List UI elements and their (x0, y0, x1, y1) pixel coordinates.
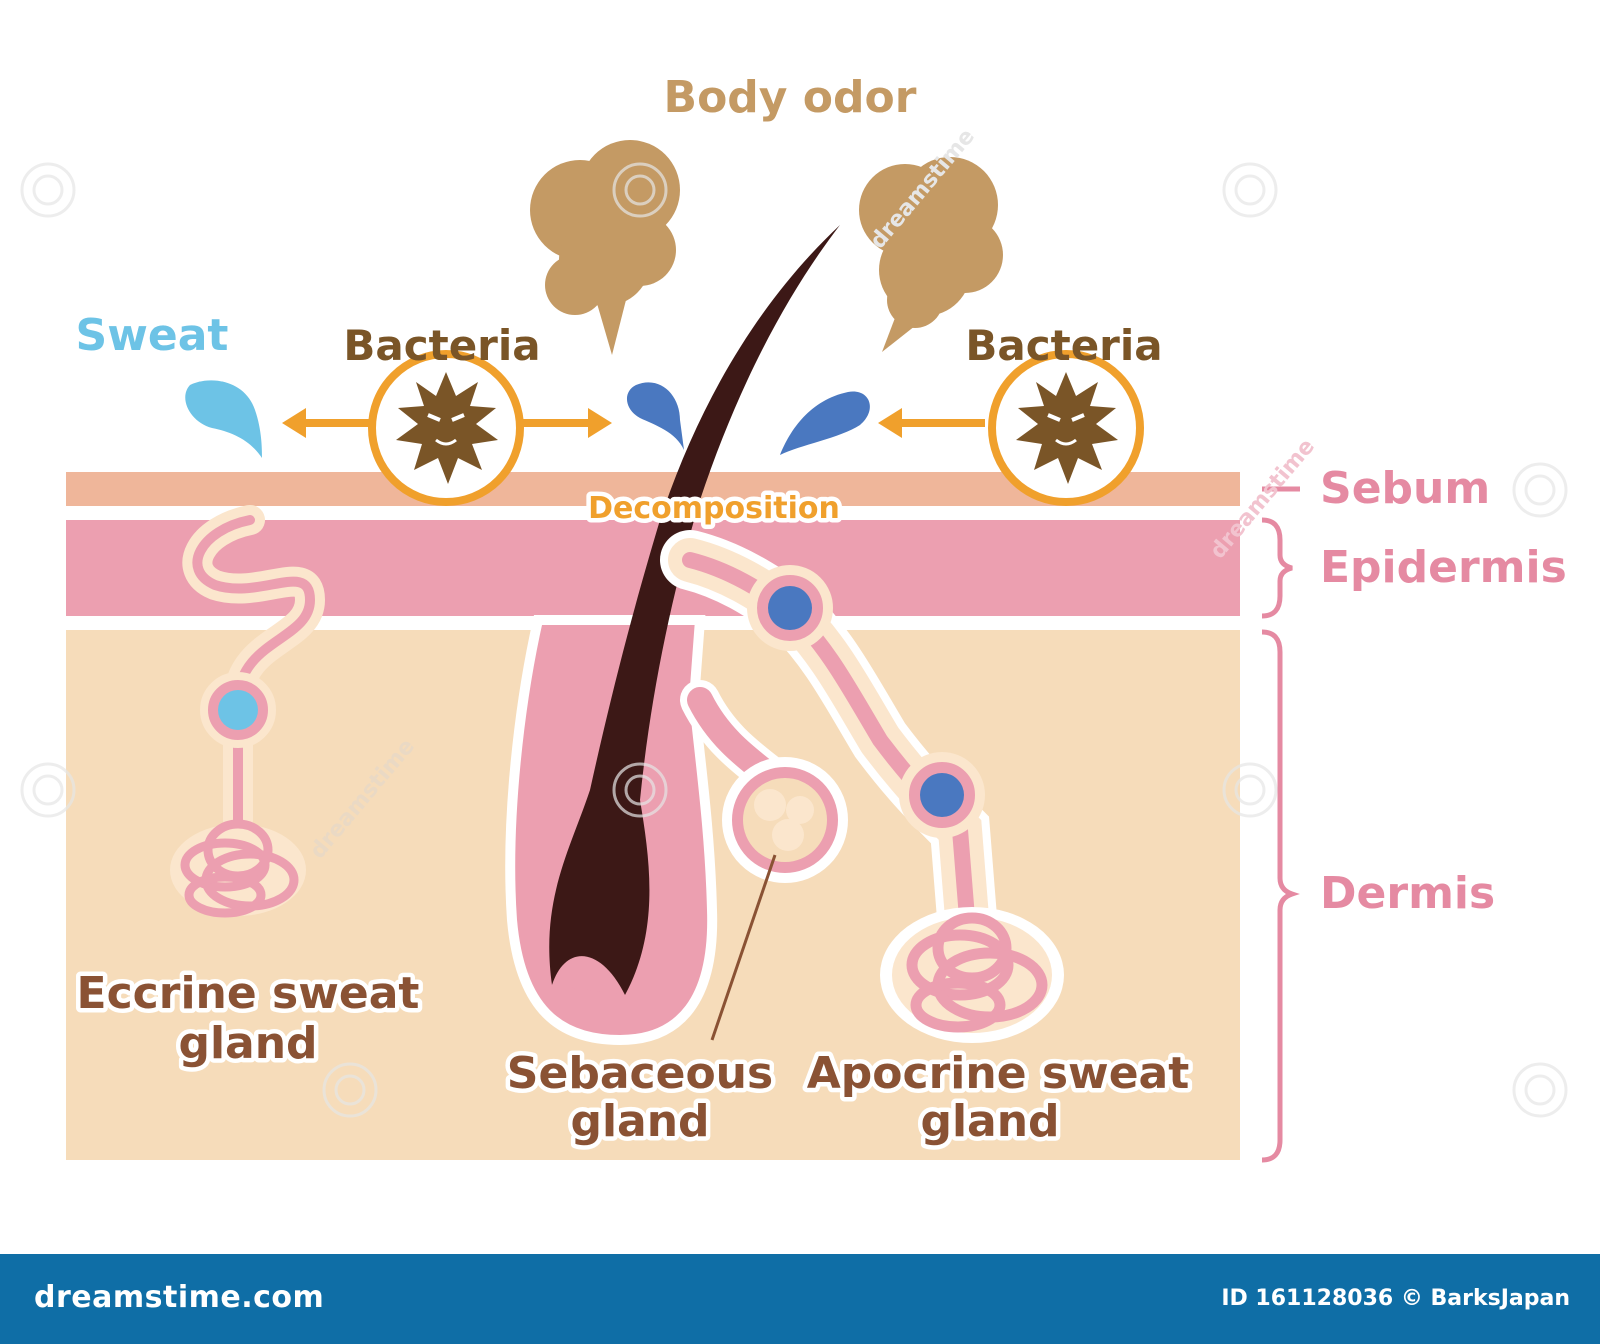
footer-bar: dreamstime.com ID 161128036 © BarksJapan (0, 1254, 1600, 1344)
eccrine-gland (170, 505, 326, 918)
eccrine-sweat-dot (218, 690, 258, 730)
label-sweat: Sweat (76, 310, 229, 361)
bacteria-right (878, 350, 1144, 506)
sweat-drop-light (185, 380, 262, 458)
apocrine-lower-dot (920, 773, 964, 817)
label-eccrine-line1: Eccrine sweat (77, 968, 420, 1019)
dermis-bracket (1261, 629, 1300, 1163)
label-decomposition: Decomposition (588, 491, 840, 526)
sweat-drop-right (780, 391, 870, 455)
label-epidermis: Epidermis (1320, 542, 1567, 593)
label-dermis: Dermis (1320, 868, 1495, 919)
diagram-title: Body odor (664, 72, 917, 123)
footer-image-id: ID 161128036 © BarksJapan (1221, 1286, 1570, 1311)
label-sebum: Sebum (1320, 463, 1490, 514)
label-bacteria-right: Bacteria (965, 321, 1162, 370)
skin-diagram: dreamstime dreamstime dreamstime Body od… (20, 72, 1568, 1163)
odor-cloud-right (859, 157, 1003, 352)
bacteria-left (282, 350, 612, 506)
apocrine-gland (660, 530, 1064, 1043)
label-bacteria-left: Bacteria (343, 321, 540, 370)
label-eccrine-line2: gland (178, 1018, 317, 1069)
sebaceous-pointer (710, 854, 777, 1041)
footer-site-link[interactable]: dreamstime.com (34, 1280, 325, 1315)
label-sebaceous-line1: Sebaceous (507, 1048, 773, 1099)
label-apocrine-line1: Apocrine sweat (807, 1048, 1190, 1099)
watermark-pattern (20, 162, 1568, 1118)
epidermis-bracket (1261, 517, 1293, 619)
apocrine-upper-dot (768, 586, 812, 630)
label-sebaceous-line2: gland (570, 1096, 709, 1147)
sweat-drop-left (626, 382, 684, 450)
odor-cloud-left (530, 140, 680, 355)
hair-shaft (549, 225, 840, 995)
label-apocrine-line2: gland (920, 1096, 1059, 1147)
